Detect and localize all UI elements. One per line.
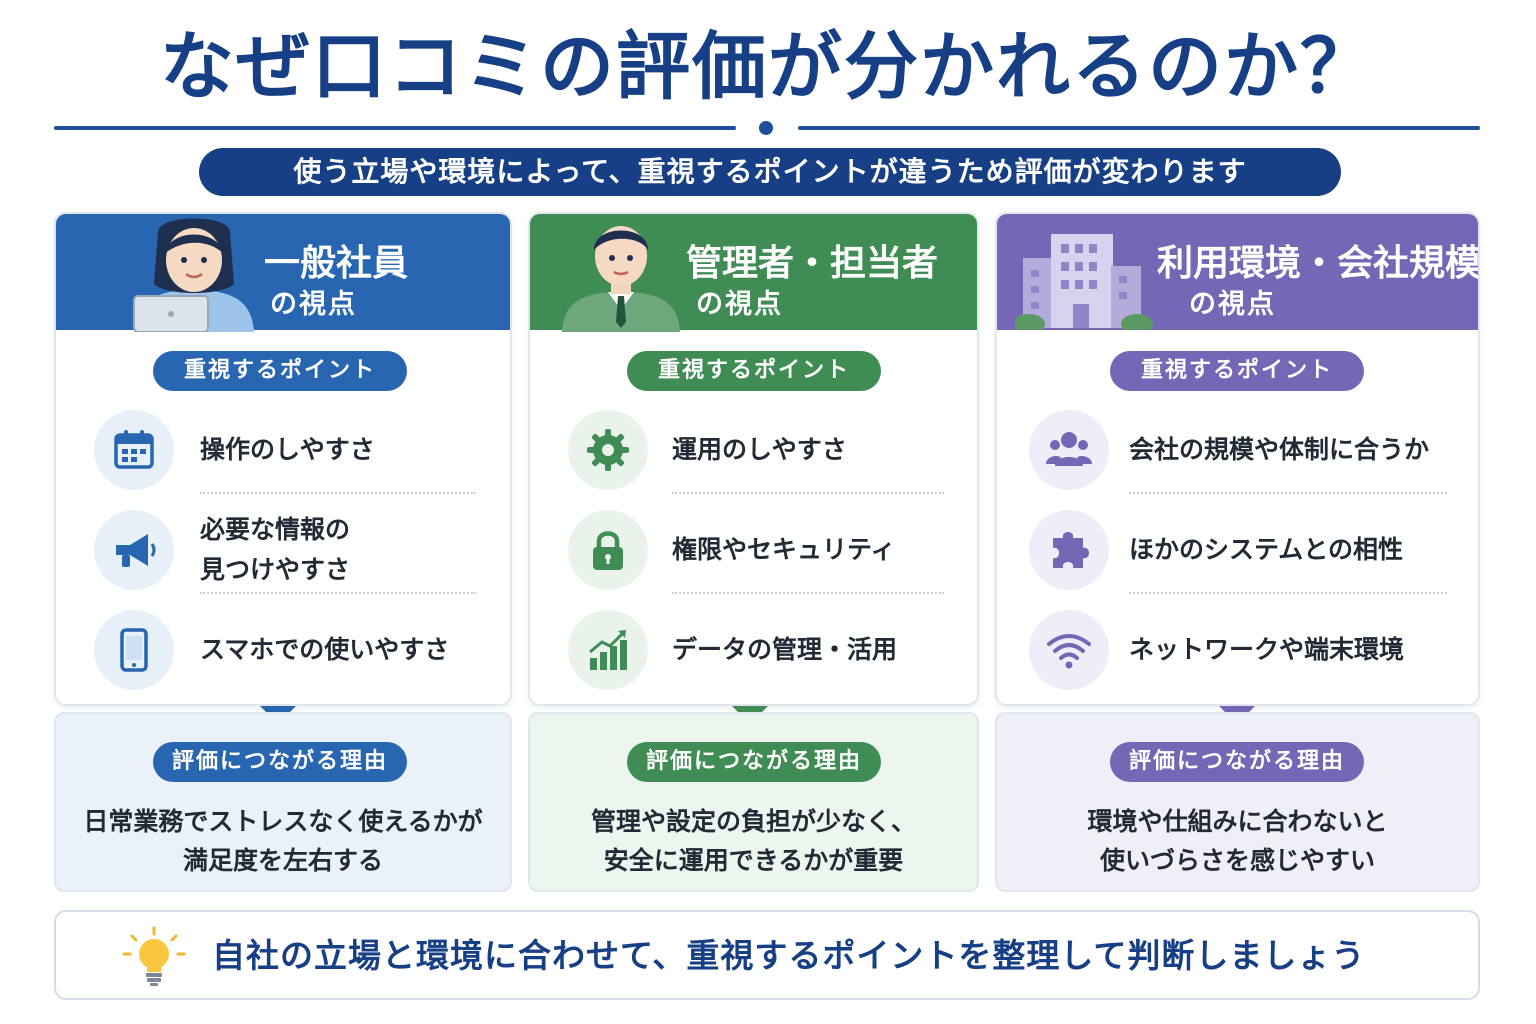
point-item: データの管理・活用 [530,602,977,698]
calendar-icon [94,410,174,490]
viewpoint-card: 管理者・担当者 の視点 重視するポイント 運用のしやすさ 権限やセキュリティ デ… [528,212,979,706]
card-title: 管理者・担当者 [686,243,939,284]
reason-text: 管理や設定の負担が少なく、安全に運用できるかが重要 [530,802,977,880]
page-title: なぜ口コミの評価が分かれるのか？ [160,24,1376,110]
title-rule-dot [759,121,773,135]
point-item: 会社の規模や体制に合うか [997,402,1478,498]
divider [200,592,476,594]
divider [672,592,944,594]
reason-box: 評価につながる理由 日常業務でストレスなく使えるかが満足度を左右する [54,712,512,892]
office-building-icon [1015,234,1153,330]
lightbulb-icon [122,926,186,986]
reason-line: 環境や仕組みに合わないと [1087,807,1388,836]
gear-icon [568,410,648,490]
smartphone-icon [94,610,174,690]
point-text-line: 見つけやすさ [200,555,351,584]
reason-box: 評価につながる理由 環境や仕組みに合わないと使いづらさを感じやすい [995,712,1480,892]
point-item: 運用のしやすさ [530,402,977,498]
lock-icon [568,510,648,590]
point-text: ほかのシステムとの相性 [1129,535,1404,564]
reason-line: 安全に運用できるかが重要 [603,846,904,875]
point-label: 重視するポイント [153,351,407,391]
users-icon [1029,410,1109,490]
manager-avatar-icon [562,226,680,332]
reason-label: 評価につながる理由 [627,742,881,782]
point-text: データの管理・活用 [672,635,898,664]
point-item: スマホでの使いやすさ [56,602,510,698]
card-title: 一般社員 [264,243,409,284]
point-text: ネットワークや端末環境 [1129,635,1405,664]
reason-line: 使いづらさを感じやすい [1099,846,1375,875]
point-text: 必要な情報の見つけやすさ [200,510,350,590]
reason-label: 評価につながる理由 [153,742,407,782]
point-item: ネットワークや端末環境 [997,602,1478,698]
card-subtitle: の視点 [270,289,357,320]
reason-text: 日常業務でストレスなく使えるかが満足度を左右する [56,802,510,880]
card-header: 利用環境・会社規模 の視点 [997,214,1478,330]
point-item: ほかのシステムとの相性 [997,502,1478,598]
divider [672,492,944,494]
viewpoint-card: 一般社員 の視点 重視するポイント 操作のしやすさ 必要な情報の見つけやすさ ス… [54,212,512,706]
reason-box: 評価につながる理由 管理や設定の負担が少なく、安全に運用できるかが重要 [528,712,979,892]
point-item: 必要な情報の見つけやすさ [56,502,510,598]
footer-tip: 自社の立場と環境に合わせて、重視するポイントを整理して判断しましょう [54,910,1480,1000]
point-item: 権限やセキュリティ [530,502,977,598]
reason-text: 環境や仕組みに合わないと使いづらさを感じやすい [997,802,1478,880]
page-subtitle: 使う立場や環境によって、重視するポイントが違うため評価が変わります [199,148,1341,196]
reason-line: 満足度を左右する [182,846,383,875]
point-text: スマホでの使いやすさ [200,635,450,664]
point-text: 権限やセキュリティ [672,535,896,564]
employee-avatar-icon [133,218,254,332]
point-text: 会社の規模や体制に合うか [1129,435,1430,464]
card-title: 利用環境・会社規模 [1157,243,1480,284]
point-label: 重視するポイント [627,351,881,391]
point-text-line: 必要な情報の [200,515,351,544]
divider [200,492,476,494]
point-text: 操作のしやすさ [200,435,375,464]
point-item: 操作のしやすさ [56,402,510,498]
footer-text: 自社の立場と環境に合わせて、重視するポイントを整理して判断しましょう [212,936,1366,975]
card-header: 管理者・担当者 の視点 [530,214,977,332]
megaphone-icon [94,510,174,590]
title-rule-right [798,126,1480,130]
card-subtitle: の視点 [696,289,783,320]
bar-chart-icon [568,610,648,690]
card-header: 一般社員 の視点 [56,214,510,332]
wifi-icon [1029,610,1109,690]
card-subtitle: の視点 [1189,289,1276,320]
reason-label: 評価につながる理由 [1110,742,1364,782]
viewpoint-card: 利用環境・会社規模 の視点 重視するポイント 会社の規模や体制に合うか ほかのシ… [995,212,1480,706]
point-text: 運用のしやすさ [672,435,847,464]
reason-line: 管理や設定の負担が少なく、 [590,807,916,836]
reason-line: 日常業務でストレスなく使えるかが [83,807,483,836]
point-label: 重視するポイント [1110,351,1364,391]
divider [1129,492,1447,494]
title-rule-left [54,126,736,130]
puzzle-icon [1029,510,1109,590]
divider [1129,592,1447,594]
